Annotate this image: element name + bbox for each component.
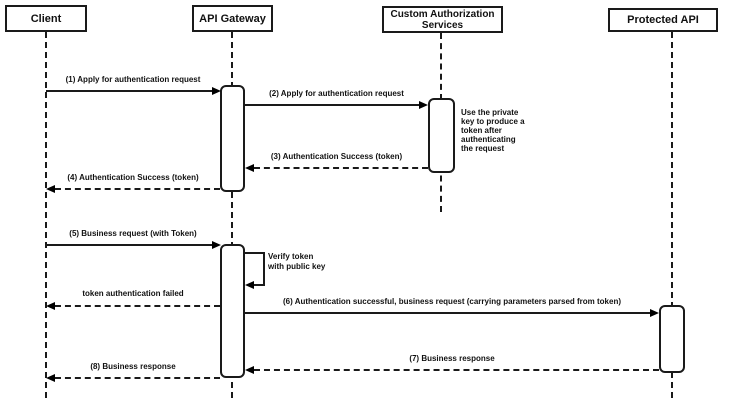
self-message-arrowhead	[245, 281, 254, 289]
activation-bar-protected-api	[659, 305, 685, 373]
actor-box-client: Client	[5, 5, 87, 32]
message-2-label: (2) Apply for authentication request	[269, 89, 404, 98]
message-6-label: (6) Authentication successful, business …	[282, 297, 622, 306]
self-message-label: Verify token with public key	[268, 252, 326, 271]
message-1-label: (1) Apply for authentication request	[65, 75, 201, 84]
activation-bar-custom-authorization	[428, 98, 455, 173]
message-4-arrowhead	[46, 185, 55, 193]
message-7-line	[254, 369, 659, 371]
lifeline-api-gateway	[231, 32, 233, 398]
actor-label-custom-authorization-services: Custom Authorization Services	[390, 8, 495, 31]
message-3-label: (3) Authentication Success (token)	[270, 152, 403, 161]
message-3-arrowhead	[245, 164, 254, 172]
note-private-key: Use the private key to produce a token a…	[461, 108, 525, 153]
message-1-line	[46, 90, 212, 92]
activation-bar-api-gateway-auth	[220, 85, 245, 192]
message-7-label: (7) Business response	[409, 354, 495, 363]
message-4-line	[55, 188, 220, 190]
lifeline-client	[45, 32, 47, 398]
message-8-arrowhead	[46, 374, 55, 382]
self-message-bottom-line	[254, 284, 265, 286]
activation-bar-api-gateway-business	[220, 244, 245, 378]
message-token-failed-label: token authentication failed	[82, 289, 184, 298]
message-token-failed-arrowhead	[46, 302, 55, 310]
message-5-line	[46, 244, 212, 246]
message-3-line	[254, 167, 428, 169]
message-6-line	[245, 312, 650, 314]
message-1-arrowhead	[212, 87, 221, 95]
actor-box-protected-api: Protected API	[608, 8, 718, 32]
message-5-arrowhead	[212, 241, 221, 249]
actor-box-api-gateway: API Gateway	[192, 5, 273, 32]
lifeline-protected-api	[671, 32, 673, 398]
self-message-right-line	[263, 252, 265, 286]
message-8-label: (8) Business response	[90, 362, 176, 371]
self-message-top-line	[245, 252, 265, 254]
message-token-failed-line	[55, 305, 220, 307]
actor-label-api-gateway: API Gateway	[199, 12, 266, 25]
message-2-arrowhead	[419, 101, 428, 109]
message-4-label: (4) Authentication Success (token)	[67, 173, 199, 182]
message-8-line	[55, 377, 220, 379]
message-5-label: (5) Business request (with Token)	[69, 229, 197, 238]
actor-label-client: Client	[30, 12, 62, 25]
actor-box-custom-authorization-services: Custom Authorization Services	[382, 6, 503, 33]
message-6-arrowhead	[650, 309, 659, 317]
actor-label-protected-api: Protected API	[627, 14, 699, 26]
message-7-arrowhead	[245, 366, 254, 374]
message-2-line	[245, 104, 419, 106]
